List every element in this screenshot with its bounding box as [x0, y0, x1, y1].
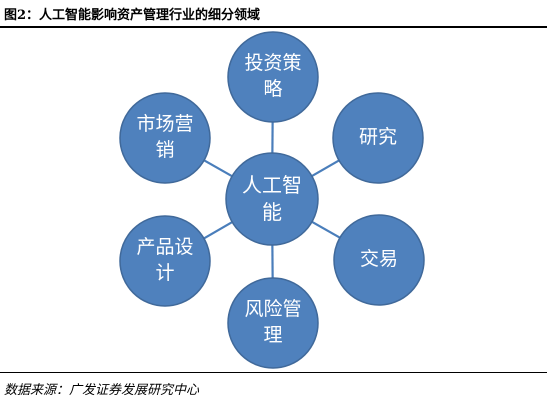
- node-research: [332, 92, 424, 184]
- node-risk: [227, 277, 319, 369]
- source-note: 数据来源：广发证券发展研究中心: [4, 383, 200, 398]
- node-strategy-label: 投资策略: [244, 52, 302, 100]
- node-risk-label: 风险管理: [244, 298, 302, 346]
- node-marketing-label: 市场营销: [136, 113, 194, 161]
- node-marketing: [119, 92, 211, 184]
- connector-product: [203, 221, 233, 240]
- figure-caption: 图2：人工智能影响资产管理行业的细分领域: [4, 8, 261, 23]
- node-research-label: 研究: [358, 126, 397, 149]
- node-strategy: [227, 31, 319, 123]
- node-trading: [333, 214, 425, 306]
- node-product-label: 产品设计: [136, 236, 194, 284]
- connector-trading: [311, 220, 341, 239]
- source-rule: [0, 372, 547, 373]
- connector-marketing: [203, 159, 233, 178]
- node-product: [119, 215, 211, 307]
- center-node-label: 人工智能: [242, 173, 302, 224]
- node-trading-label: 交易: [359, 248, 398, 271]
- connector-research: [311, 159, 340, 178]
- center-node: [225, 152, 319, 246]
- caption-rule: [0, 26, 547, 28]
